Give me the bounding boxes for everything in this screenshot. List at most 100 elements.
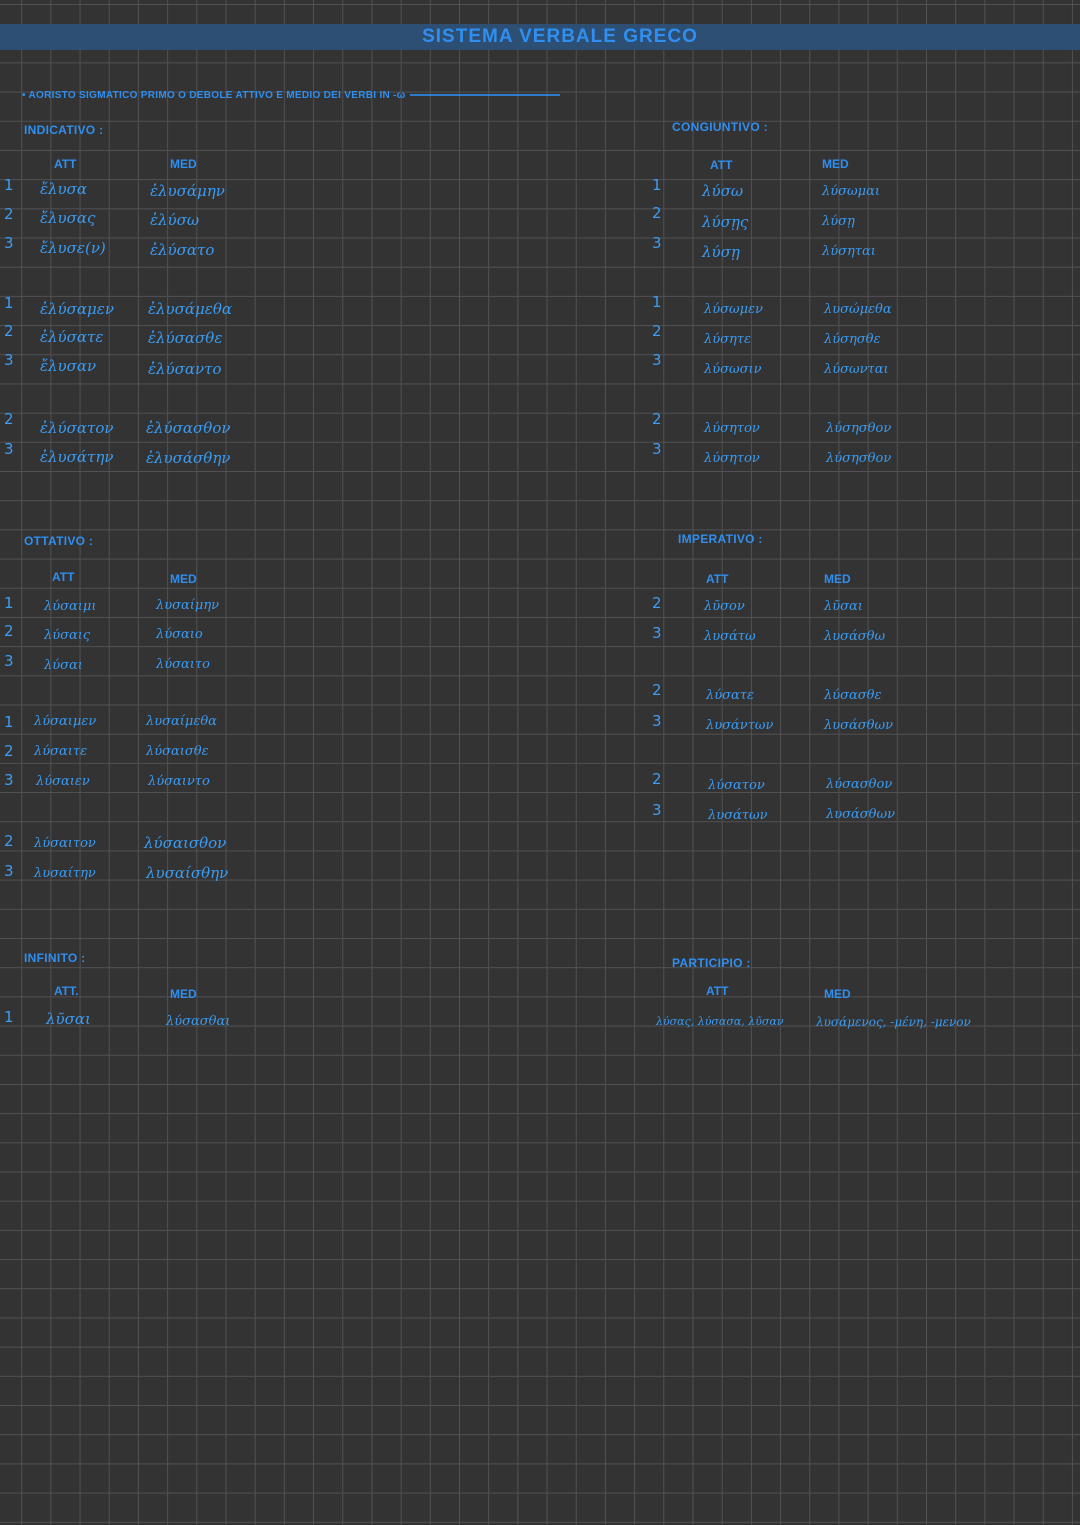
indicativo-num: 2	[4, 322, 14, 340]
participio-att-label: ATT	[706, 984, 729, 998]
congiuntivo-att-form: λύσῃς	[702, 213, 749, 231]
ottativo-num: 3	[4, 771, 14, 789]
indicativo-med-form: ἐλύσω	[150, 211, 200, 229]
imperativo-num: 2	[652, 770, 662, 788]
ottativo-med-form: λύσαιτο	[156, 657, 210, 672]
imperativo-att-form: λῦσον	[704, 599, 745, 614]
participio-att-form: λύσας, λύσασα, λῦσαν	[656, 1015, 784, 1028]
congiuntivo-num: 3	[652, 351, 662, 369]
ottativo-att-label: ATT	[52, 570, 75, 584]
congiuntivo-med-form: λύσησθον	[826, 421, 892, 436]
indicativo-att-form: ἐλυσάτην	[40, 448, 114, 466]
indicativo-att-form: ἐλύσαμεν	[40, 300, 114, 318]
congiuntivo-att-form: λύσητον	[704, 451, 760, 466]
indicativo-med-label: MED	[170, 157, 197, 171]
congiuntivo-num: 3	[652, 440, 662, 458]
indicativo-num: 1	[4, 176, 14, 194]
imperativo-att-form: λυσάτω	[704, 629, 756, 644]
ottativo-att-form: λύσαιτον	[34, 836, 96, 851]
congiuntivo-med-form: λύσωνται	[824, 362, 889, 377]
congiuntivo-med-label: MED	[822, 157, 849, 171]
indicativo-att-form: ἔλυσαν	[40, 357, 97, 375]
ottativo-att-form: λύσαιεν	[36, 774, 90, 789]
imperativo-num: 2	[652, 681, 662, 699]
congiuntivo-num: 2	[652, 204, 662, 222]
indicativo-med-form: ἐλυσάμεθα	[148, 300, 233, 318]
ottativo-heading: OTTATIVO :	[24, 534, 94, 548]
ottativo-num: 2	[4, 622, 14, 640]
congiuntivo-med-form: λύσωμαι	[822, 184, 880, 199]
participio-med-form: λυσάμενος, -μένη, -μενον	[816, 1015, 971, 1029]
indicativo-att-form: ἔλυσα	[40, 180, 88, 198]
imperativo-att-form: λυσάτων	[708, 808, 768, 823]
imperativo-att-label: ATT	[706, 572, 729, 586]
congiuntivo-med-form: λύσῃ	[822, 214, 855, 229]
congiuntivo-num: 2	[652, 322, 662, 340]
congiuntivo-att-label: ATT	[710, 158, 733, 172]
participio-heading: PARTICIPIO :	[672, 956, 751, 970]
ottativo-att-form: λύσαιμι	[44, 599, 97, 614]
ottativo-med-form: λύσαισθον	[144, 834, 227, 852]
infinito-att-label: ATT.	[54, 984, 79, 998]
ottativo-med-form: λυσαίμεθα	[146, 714, 217, 729]
indicativo-num: 3	[4, 440, 14, 458]
imperativo-num: 3	[652, 712, 662, 730]
subtitle: • AORISTO SIGMATICO PRIMO O DEBOLE ATTIV…	[22, 90, 560, 101]
congiuntivo-att-form: λύσω	[702, 182, 744, 200]
indicativo-num: 3	[4, 234, 14, 252]
indicativo-att-form: ἔλυσε(ν)	[40, 239, 106, 257]
ottativo-att-form: λύσαιμεν	[34, 714, 97, 729]
infinito-att-form: λῦσαι	[46, 1010, 91, 1028]
subtitle-text: • AORISTO SIGMATICO PRIMO O DEBOLE ATTIV…	[22, 90, 406, 101]
imperativo-med-form: λυσάσθων	[826, 807, 895, 822]
indicativo-med-form: ἐλυσάσθην	[146, 449, 231, 467]
congiuntivo-num: 1	[652, 176, 662, 194]
imperativo-num: 3	[652, 801, 662, 819]
indicativo-num: 2	[4, 410, 14, 428]
ottativo-med-form: λύσαισθε	[146, 744, 209, 759]
congiuntivo-num: 2	[652, 410, 662, 428]
imperativo-num: 2	[652, 594, 662, 612]
imperativo-med-label: MED	[824, 572, 851, 586]
ottativo-att-form: λύσαις	[44, 628, 91, 643]
congiuntivo-med-form: λύσησθον	[826, 451, 892, 466]
ottativo-att-form: λυσαίτην	[34, 866, 96, 881]
imperativo-med-form: λύσασθε	[824, 688, 882, 703]
imperativo-heading: IMPERATIVO :	[678, 532, 763, 546]
ottativo-med-label: MED	[170, 572, 197, 586]
congiuntivo-med-form: λύσηται	[822, 244, 876, 259]
ottativo-num: 2	[4, 742, 14, 760]
indicativo-med-form: ἐλύσατο	[150, 241, 215, 259]
indicativo-att-label: ATT	[54, 157, 77, 171]
ottativo-num: 1	[4, 713, 14, 731]
congiuntivo-num: 3	[652, 234, 662, 252]
participio-med-label: MED	[824, 987, 851, 1001]
imperativo-med-form: λυσάσθων	[824, 718, 893, 733]
ottativo-med-form: λύσαιντο	[148, 774, 210, 789]
indicativo-med-form: ἐλύσαντο	[148, 360, 222, 378]
title-band	[0, 24, 1080, 50]
ottativo-num: 3	[4, 652, 14, 670]
congiuntivo-med-form: λυσώμεθα	[824, 302, 892, 317]
infinito-med-form: λύσασθαι	[166, 1014, 231, 1029]
ottativo-med-form: λυσαίμην	[156, 598, 220, 613]
congiuntivo-att-form: λύσωμεν	[704, 302, 763, 317]
indicativo-num: 3	[4, 351, 14, 369]
indicativo-att-form: ἔλυσας	[40, 209, 96, 227]
congiuntivo-med-form: λύσησθε	[824, 332, 881, 347]
congiuntivo-att-form: λύσωσιν	[704, 362, 762, 377]
imperativo-att-form: λύσατε	[706, 688, 754, 703]
infinito-num: 1	[4, 1008, 14, 1026]
congiuntivo-att-form: λύσῃ	[702, 243, 740, 261]
indicativo-med-form: ἐλύσασθε	[148, 329, 223, 347]
infinito-med-label: MED	[170, 987, 197, 1001]
indicativo-med-form: ἐλύσασθον	[146, 419, 231, 437]
congiuntivo-heading: CONGIUNTIVO :	[672, 120, 768, 134]
imperativo-att-form: λύσατον	[708, 778, 765, 793]
imperativo-med-form: λυσάσθω	[824, 629, 886, 644]
ottativo-num: 1	[4, 594, 14, 612]
indicativo-att-form: ἐλύσατε	[40, 328, 104, 346]
indicativo-heading: INDICATIVO :	[24, 123, 104, 137]
imperativo-med-form: λῦσαι	[824, 599, 863, 614]
indicativo-num: 2	[4, 205, 14, 223]
